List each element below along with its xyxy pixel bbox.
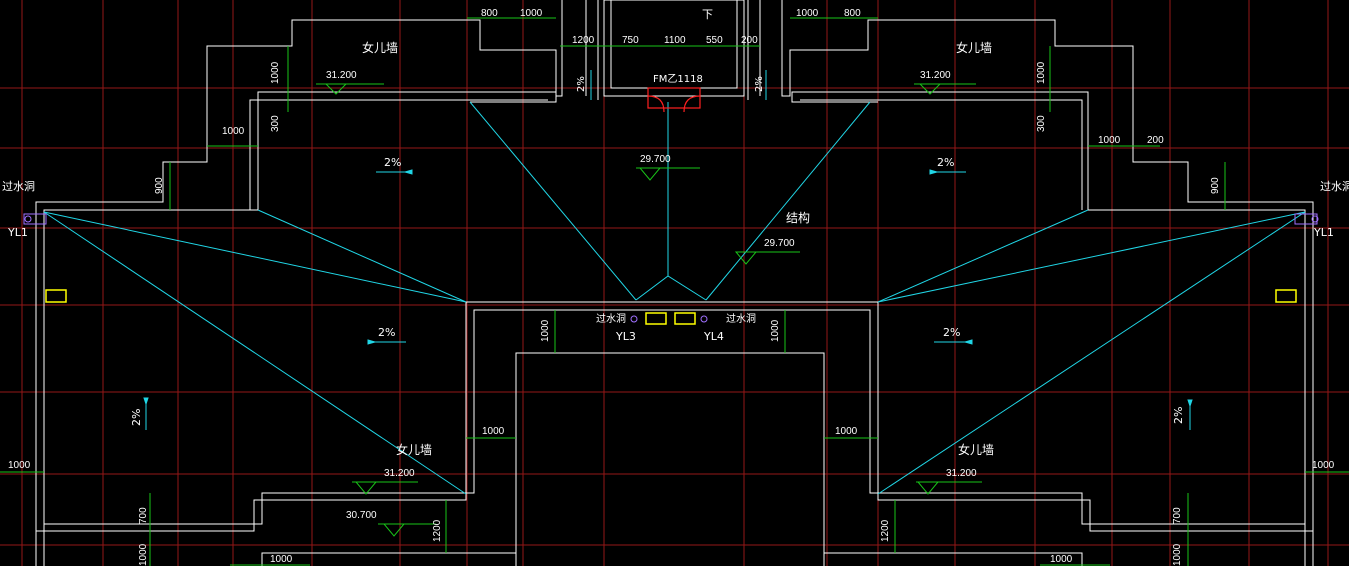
label-door: FM乙1118 — [653, 73, 703, 85]
slope-ce: 2% — [943, 326, 960, 339]
elev-low: 30.700 — [346, 510, 377, 521]
elev-nw: 31.200 — [326, 70, 357, 81]
dim-1000-bv1: 1000 — [138, 543, 149, 566]
label-yl3: YL3 — [615, 330, 636, 343]
dim-700-w: 700 — [138, 507, 149, 524]
label-overflow-c2: 过水洞 — [726, 312, 756, 325]
dim-800-e: 800 — [844, 8, 861, 19]
elevation-markers — [324, 83, 942, 537]
slope-stair-w: 2% — [576, 76, 587, 92]
label-parapet-se: 女儿墙 — [958, 442, 994, 457]
elev-center: 29.700 — [640, 154, 671, 165]
equipment-boxes — [45, 289, 1297, 325]
slope-e: 2% — [1172, 407, 1185, 424]
dim-1200-be: 1200 — [880, 519, 891, 542]
dim-300-e: 300 — [1036, 115, 1047, 132]
dim-1000-bv2: 1000 — [1172, 543, 1183, 566]
dim-900-e: 900 — [1210, 177, 1221, 194]
dim-1100: 1100 — [664, 35, 686, 46]
wall-outlines — [35, 0, 1314, 566]
label-down: 下 — [702, 8, 713, 21]
dim-700-e: 700 — [1172, 507, 1183, 524]
dim-1000-e2: 1000 — [1098, 135, 1121, 146]
dim-1000-v1: 1000 — [270, 61, 281, 84]
dim-300-w: 300 — [270, 115, 281, 132]
ridge-lines — [43, 101, 1306, 495]
label-parapet-sw: 女儿墙 — [396, 442, 432, 457]
dim-800-w: 800 — [481, 8, 498, 19]
label-yl4: YL4 — [703, 330, 724, 343]
dim-1000-w2: 1000 — [222, 126, 245, 137]
label-parapet-ne: 女儿墙 — [956, 40, 992, 55]
dim-1000-be: 1000 — [1050, 554, 1073, 565]
label-overflow-e: 过水洞 — [1320, 180, 1349, 193]
dim-750: 750 — [622, 35, 639, 46]
slope-nw: 2% — [384, 156, 401, 169]
dim-1000-cv1: 1000 — [540, 319, 551, 342]
slope-cw: 2% — [378, 326, 395, 339]
dim-550: 550 — [706, 35, 723, 46]
dimension-lines — [0, 17, 1349, 566]
dim-200-e: 200 — [1147, 135, 1164, 146]
label-structure: 结构 — [786, 210, 810, 225]
elev-ne: 31.200 — [920, 70, 951, 81]
label-overflow-c1: 过水洞 — [596, 312, 626, 325]
label-parapet-nw: 女儿墙 — [362, 40, 398, 55]
labels: 女儿墙 女儿墙 女儿墙 女儿墙 过水洞 过水洞 过水洞 过水洞 结构 下 FM乙… — [2, 8, 1349, 566]
dim-200-top: 200 — [741, 35, 758, 46]
dim-1000-cw: 1000 — [482, 426, 505, 437]
dim-900-w: 900 — [154, 177, 165, 194]
elev-sw: 31.200 — [384, 468, 415, 479]
dim-1000-nw: 1000 — [520, 8, 543, 19]
dim-1000-le: 1000 — [1312, 460, 1335, 471]
dim-1000-bw: 1000 — [270, 554, 293, 565]
label-yl1-w: YL1 — [7, 226, 28, 239]
dim-1000-ce: 1000 — [835, 426, 858, 437]
label-yl1-e: YL1 — [1313, 226, 1334, 239]
elev-se: 31.200 — [946, 468, 977, 479]
slope-stair-e: 2% — [754, 76, 765, 92]
dim-1000-cv2: 1000 — [770, 319, 781, 342]
elev-structure: 29.700 — [764, 238, 795, 249]
dim-1000-lw: 1000 — [8, 460, 31, 471]
slope-w: 2% — [130, 409, 143, 426]
rain-pipes — [23, 213, 1319, 323]
dim-1000-v2: 1000 — [1036, 61, 1047, 84]
label-overflow-w: 过水洞 — [2, 180, 35, 193]
dim-1000-ne: 1000 — [796, 8, 819, 19]
dim-1200-top: 1200 — [572, 35, 595, 46]
fire-door — [647, 87, 701, 113]
slope-ne: 2% — [937, 156, 954, 169]
slope-arrows — [143, 70, 1193, 430]
dim-1200-bw: 1200 — [432, 519, 443, 542]
